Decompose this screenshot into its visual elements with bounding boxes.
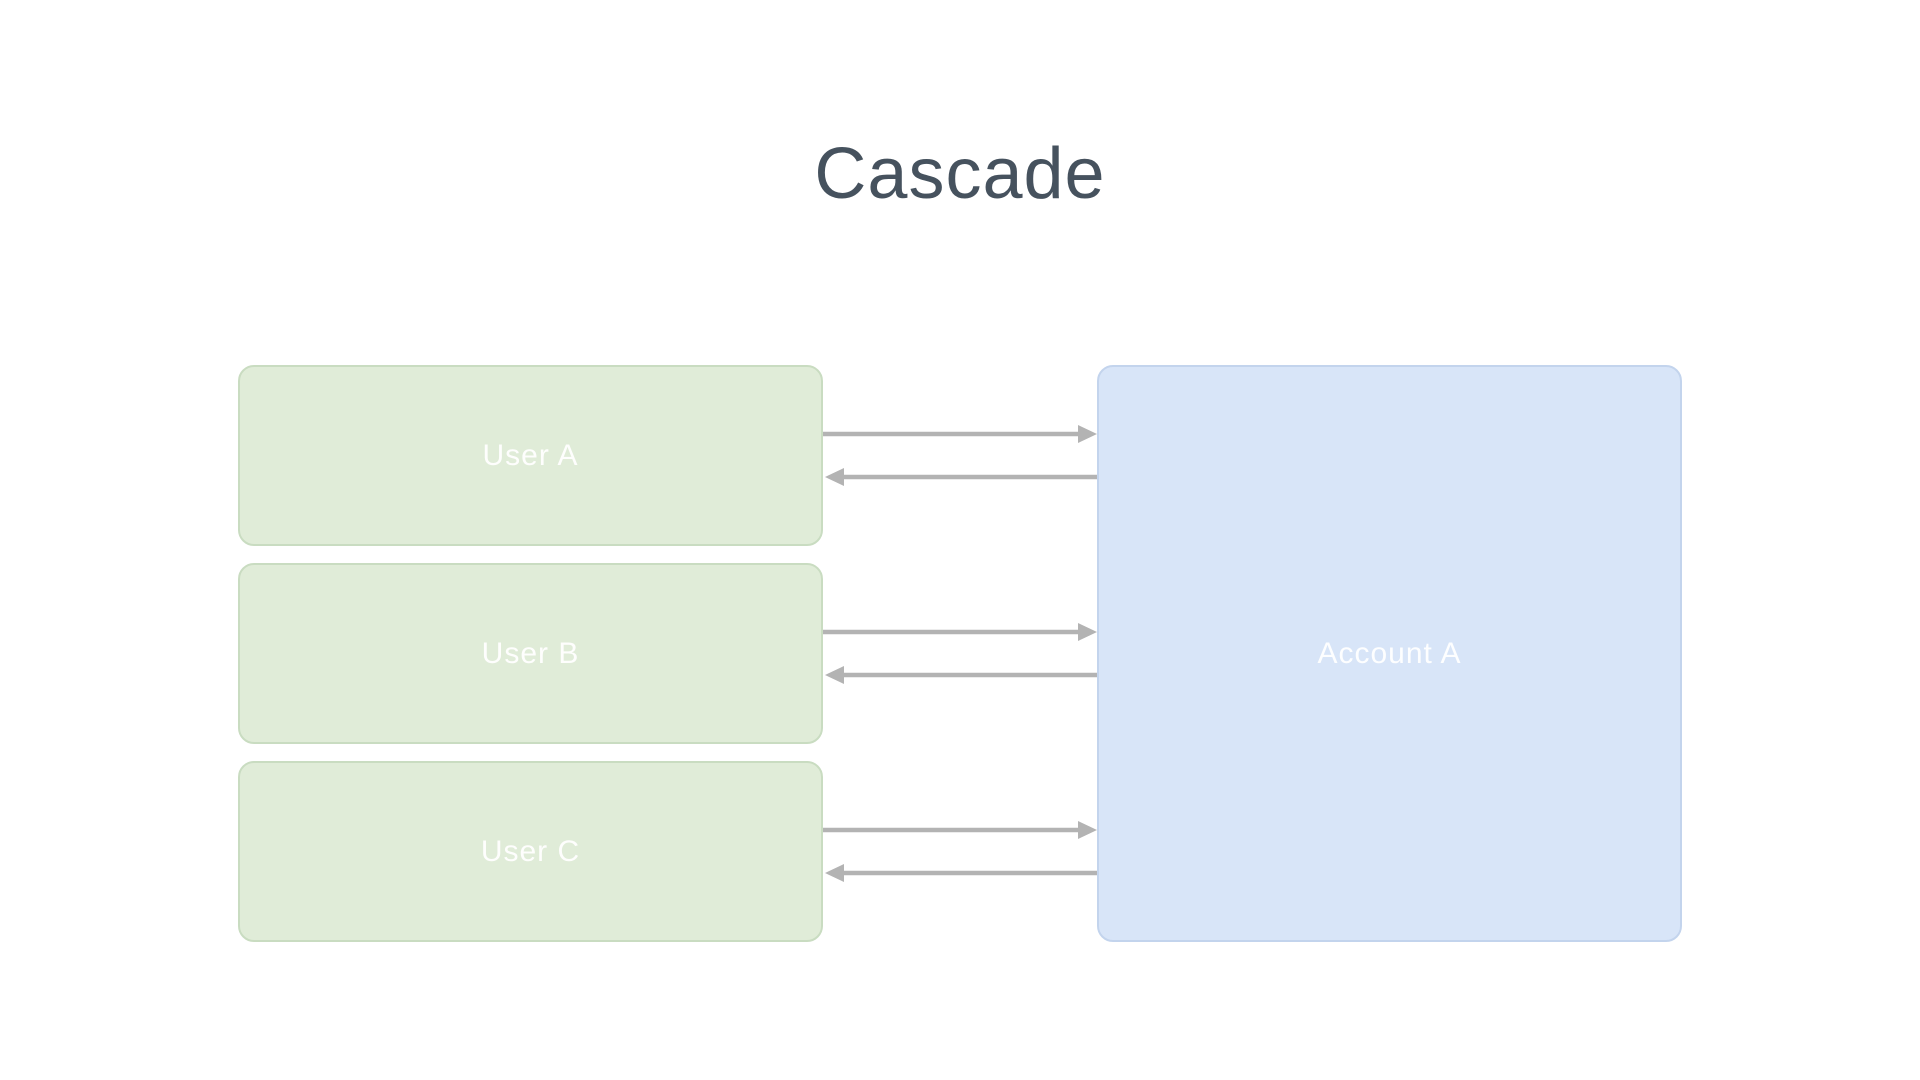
arrow-account-to-user-a-icon (825, 468, 1097, 486)
arrow-account-to-user-b-icon (825, 666, 1097, 684)
node-user-a-label: User A (482, 438, 579, 472)
node-user-c-label: User C (480, 834, 581, 868)
diagram-title: Cascade (814, 134, 1106, 214)
node-user-a: User A (238, 365, 823, 546)
arrow-user-b-to-account-icon (823, 623, 1097, 641)
arrow-user-a-to-account-icon (823, 425, 1097, 443)
node-account-a-label: Account A (1317, 636, 1462, 670)
arrow-account-to-user-c-icon (825, 864, 1097, 882)
node-account-a: Account A (1097, 365, 1682, 942)
node-user-c: User C (238, 761, 823, 942)
arrow-user-c-to-account-icon (823, 821, 1097, 839)
node-user-b: User B (238, 563, 823, 744)
node-user-b-label: User B (481, 636, 580, 670)
